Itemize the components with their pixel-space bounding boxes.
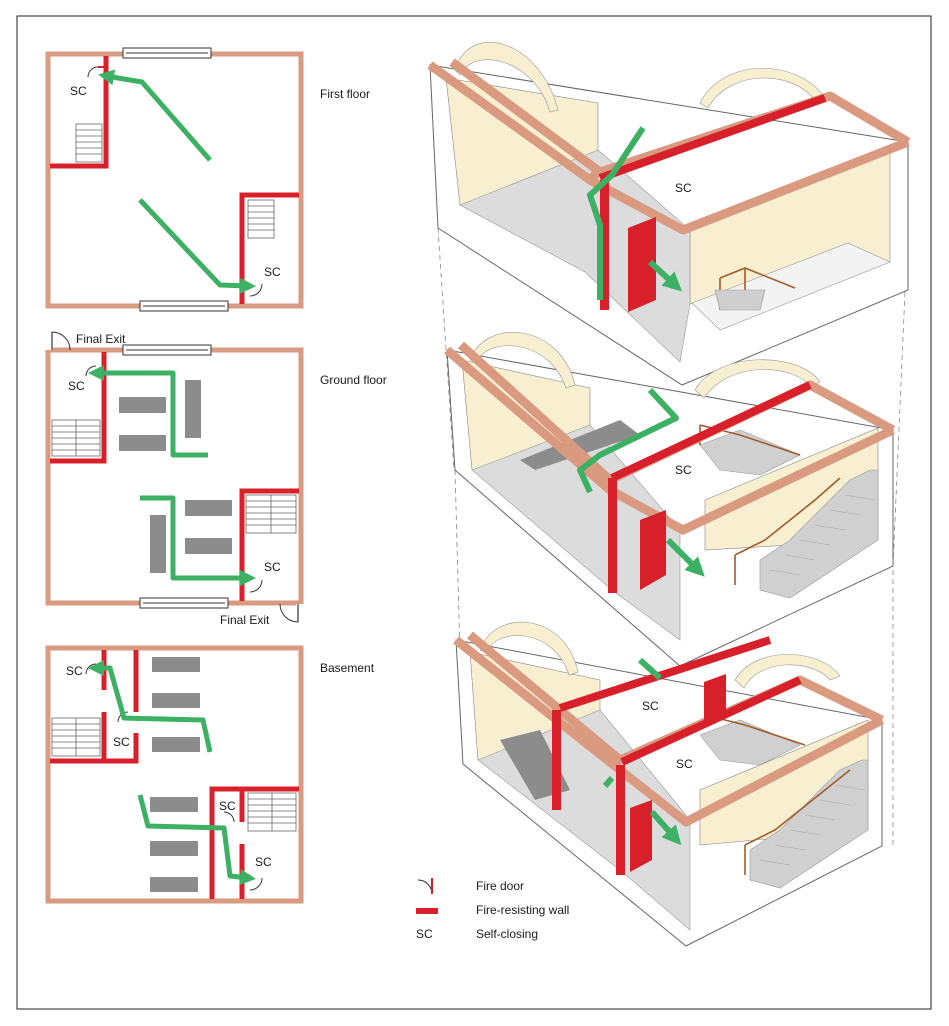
basement-plan: SC SC SC SC — [45, 645, 304, 904]
sc-label: SC — [255, 855, 272, 869]
fire-resisting-wall — [239, 488, 299, 601]
plan-outer-wall — [45, 645, 304, 904]
legend: SC Fire door Fire-resisting wall Self-cl… — [416, 878, 569, 941]
escape-route-arrow — [140, 495, 257, 587]
stairs — [699, 719, 869, 889]
fire-door — [87, 66, 99, 78]
vault — [469, 332, 576, 389]
fire-resisting-wall — [608, 478, 617, 593]
furniture — [520, 420, 640, 470]
escape-route-arrow — [587, 126, 646, 300]
sc-label: SC — [264, 265, 281, 279]
sc-label: SC — [675, 463, 692, 477]
sc-label: SC — [70, 84, 87, 98]
fire-resisting-wall — [558, 636, 772, 712]
fire-resisting-wall — [620, 676, 802, 766]
fire-resisting-wall — [50, 352, 107, 464]
stairs — [51, 717, 101, 757]
stair-steps — [759, 784, 866, 866]
fire-door-panel — [640, 510, 666, 590]
basement-3d: SC SC — [453, 621, 885, 947]
first-floor-plan: SC SC — [45, 47, 304, 312]
final-exit-label: Final Exit — [220, 613, 270, 627]
sc-label: SC — [68, 379, 85, 393]
fire-resisting-wall — [239, 192, 299, 304]
escape-route-arrow — [637, 657, 663, 681]
ground-floor-3d: SC — [444, 332, 896, 667]
fire-door — [223, 811, 235, 823]
legend-sc-key: SC — [416, 927, 433, 941]
escape-route-arrow — [138, 198, 256, 294]
legend-self-closing: Self-closing — [476, 927, 538, 941]
final-exit-label: Final Exit — [76, 332, 126, 346]
escape-route-arrow — [649, 810, 682, 846]
sc-label: SC — [675, 181, 692, 195]
escape-route-arrow — [98, 69, 212, 162]
vault — [734, 654, 841, 689]
fire-resisting-wall — [209, 786, 299, 899]
legend-fire-wall: Fire-resisting wall — [476, 903, 569, 917]
fire-resisting-wall — [616, 765, 625, 875]
ground-floor-plan: SC SC Final Exit Final Exit — [45, 331, 305, 627]
fire-resisting-wall — [598, 94, 827, 182]
furniture — [119, 380, 232, 573]
fire-door — [249, 283, 263, 297]
sc-label: SC — [66, 664, 83, 678]
basement-label: Basement — [320, 661, 375, 675]
sc-label: SC — [113, 735, 130, 749]
stair-steps — [769, 494, 876, 576]
floor-connector-lines — [437, 227, 906, 846]
fire-resisting-wall — [552, 710, 561, 810]
furniture — [150, 657, 200, 892]
escape-route-arrow — [87, 364, 208, 458]
final-exit-door — [279, 603, 299, 623]
fire-door — [249, 877, 263, 891]
escape-route-arrow — [602, 776, 615, 788]
fire-door-panel — [704, 674, 726, 722]
stairs — [245, 494, 297, 534]
escape-route-arrow — [665, 537, 705, 577]
fire-door — [249, 579, 263, 593]
escape-route-arrow — [647, 259, 683, 292]
floor — [471, 424, 681, 641]
legend-fire-door: Fire door — [476, 879, 524, 893]
first-floor-label: First floor — [320, 87, 370, 101]
sc-label: SC — [676, 757, 693, 771]
stairs — [247, 199, 275, 239]
escape-route-arrow — [137, 794, 256, 886]
fire-wall-key-icon — [416, 908, 438, 914]
vault — [454, 42, 559, 113]
sc-label: SC — [642, 699, 659, 713]
escape-route-arrow — [577, 387, 679, 494]
escape-route-arrow — [87, 659, 213, 753]
stairs — [699, 429, 879, 599]
fire-resisting-wall — [50, 56, 109, 169]
stairs — [714, 289, 766, 311]
sc-label: SC — [219, 799, 236, 813]
stairs — [247, 792, 297, 832]
sc-label: SC — [264, 560, 281, 574]
vault — [479, 621, 579, 676]
fire-door-key-icon — [417, 879, 433, 895]
fire-resisting-wall — [600, 180, 609, 310]
fire-door-panel — [628, 217, 656, 312]
outer-frame — [16, 15, 932, 1010]
ground-floor-label: Ground floor — [320, 373, 387, 387]
fire-door-panel — [630, 800, 652, 872]
stairs — [51, 419, 101, 457]
fire-resisting-wall — [610, 381, 812, 482]
stairs — [75, 123, 103, 163]
final-exit-door — [51, 331, 71, 351]
first-floor-3d: SC — [427, 42, 911, 386]
